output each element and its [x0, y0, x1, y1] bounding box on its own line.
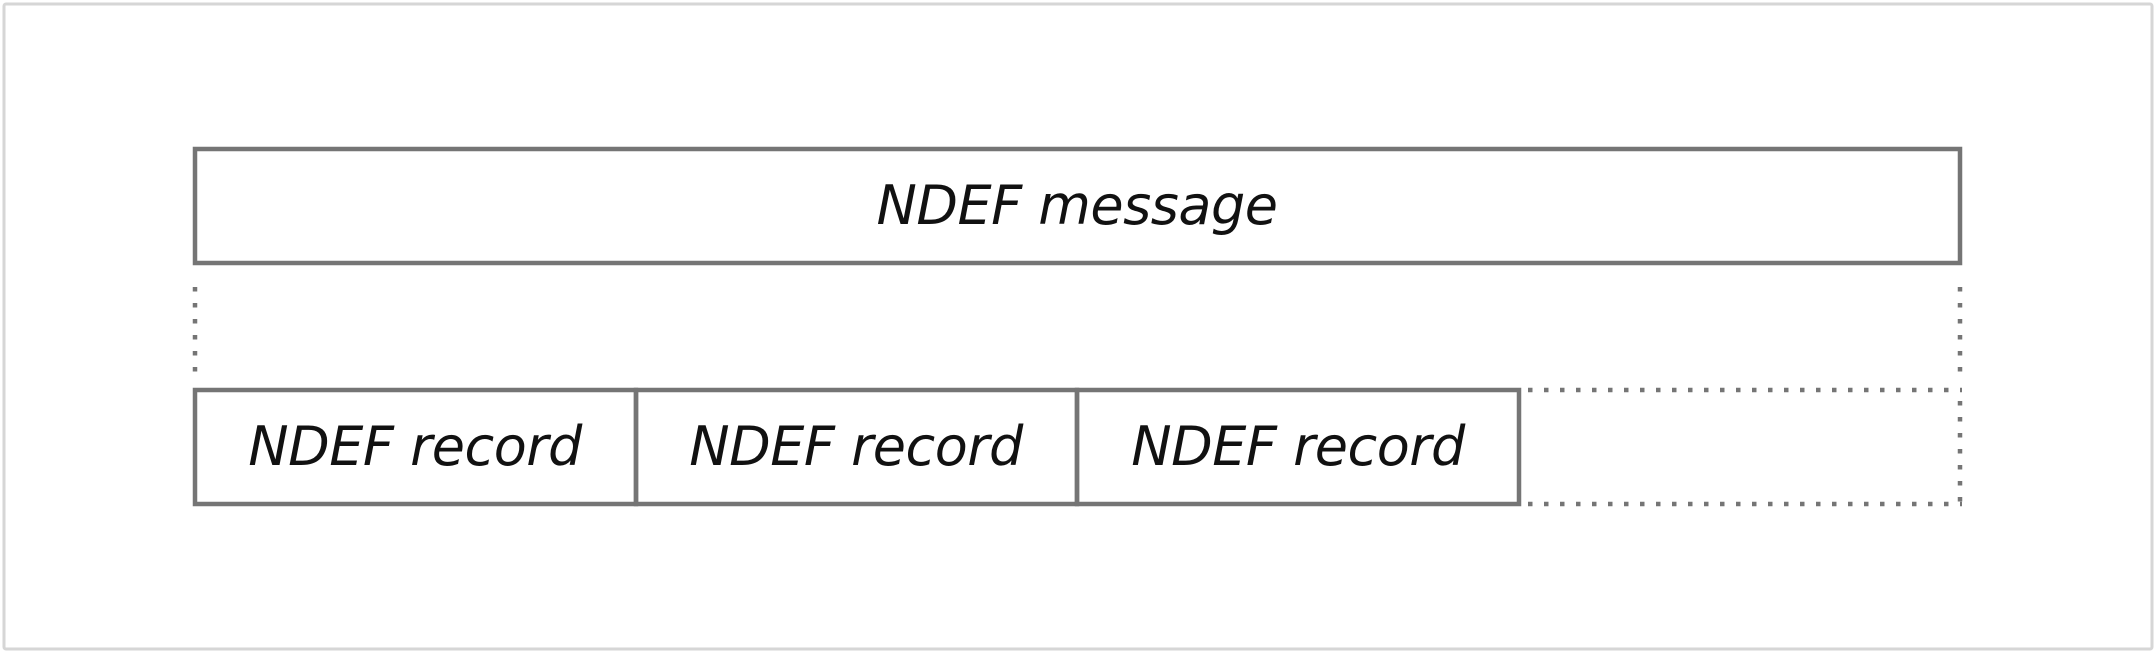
ndef-records-row: NDEF record NDEF record NDEF record	[192, 387, 1963, 507]
additional-records-placeholder	[1528, 387, 1963, 507]
ndef-message-outline	[192, 146, 1963, 266]
ndef-record-2: NDEF record	[633, 387, 1080, 507]
ndef-record-2-label: NDEF record	[689, 415, 1024, 478]
ndef-record-3-outline	[1074, 387, 1522, 507]
ndef-message-label: NDEF message	[876, 174, 1277, 237]
ndef-message-box: NDEF message	[192, 146, 1963, 266]
ndef-record-3-label: NDEF record	[1131, 415, 1466, 478]
ndef-record-3: NDEF record	[1074, 387, 1522, 507]
ndef-record-1-label: NDEF record	[248, 415, 583, 478]
ndef-record-1: NDEF record	[192, 387, 639, 507]
